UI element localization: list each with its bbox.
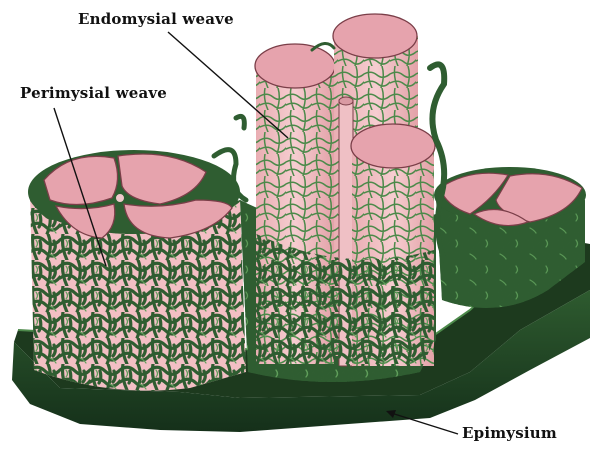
- epimysium-label: Epimysium: [462, 424, 557, 442]
- endomysial-weave-label: Endomysial weave: [78, 10, 234, 28]
- perimysial-weave-label: Perimysial weave: [20, 84, 167, 102]
- left-fascicle: [28, 150, 246, 391]
